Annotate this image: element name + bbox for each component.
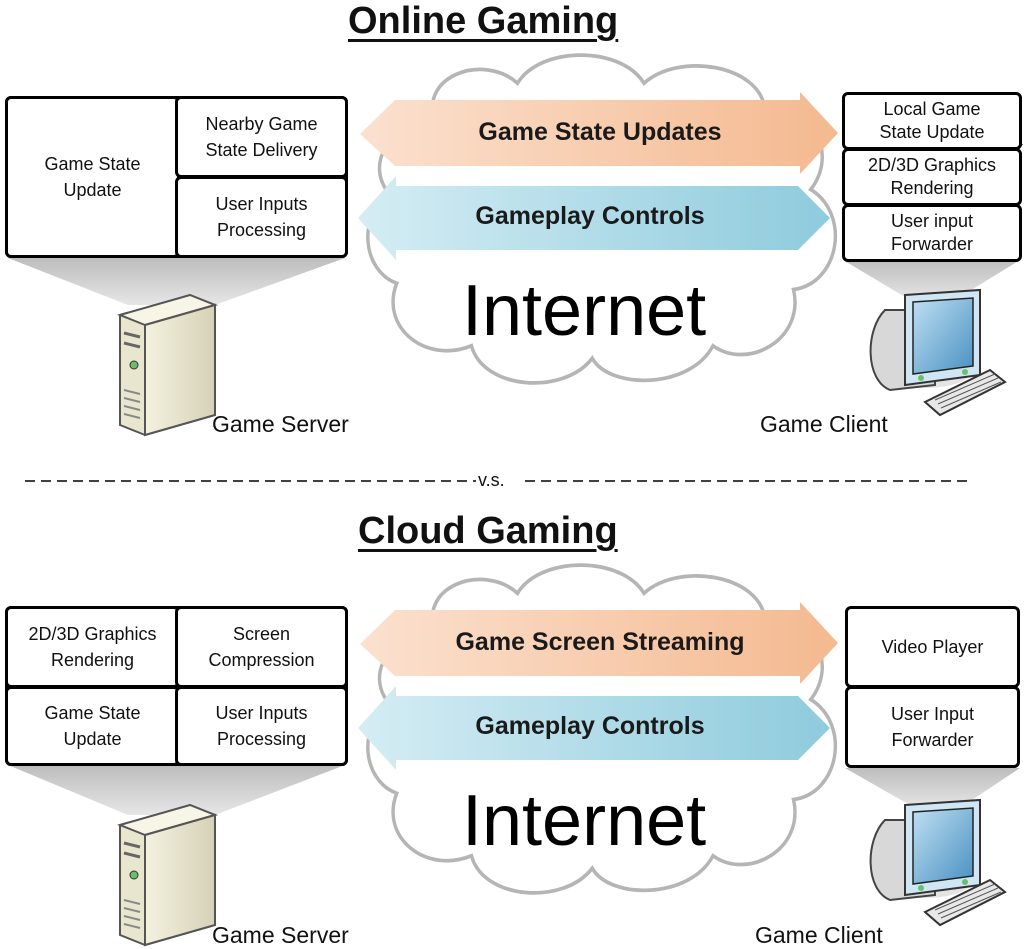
server-projection bbox=[8, 765, 345, 815]
online-gaming-title: Online Gaming bbox=[348, 0, 619, 42]
box-line: User input bbox=[890, 210, 974, 231]
box-line: Compression bbox=[208, 650, 315, 670]
box-line: Nearby Game bbox=[205, 113, 318, 134]
box-line: State Delivery bbox=[205, 140, 318, 160]
online-forwarder-box: User input Forwarder bbox=[842, 204, 1022, 262]
cloud-gaming-title: Cloud Gaming bbox=[358, 510, 618, 552]
box-line: Video Player bbox=[881, 636, 984, 657]
cloud-state-update-box: Game State Update bbox=[5, 686, 180, 766]
box-line: User Input bbox=[890, 703, 975, 724]
online-inputs-processing-box: User Inputs Processing bbox=[175, 176, 348, 258]
box-line: Update bbox=[63, 180, 122, 200]
box-line: Local Game bbox=[883, 98, 981, 119]
label-game-state-updates: Game State Updates bbox=[478, 118, 722, 146]
box-line: 2D/3D Graphics bbox=[28, 623, 157, 644]
cloud-video-player-box: Video Player bbox=[845, 606, 1020, 688]
box-line: 2D/3D Graphics bbox=[867, 154, 997, 175]
box-line: Update bbox=[63, 729, 122, 749]
client-projection bbox=[845, 768, 1020, 808]
separator-vs: v.s. bbox=[478, 470, 505, 490]
online-game-state-update-box: Game State Update bbox=[5, 96, 180, 258]
label-gameplay-controls: Gameplay Controls bbox=[475, 202, 705, 230]
label-game-screen-streaming: Game Screen Streaming bbox=[455, 628, 745, 656]
box-line: Processing bbox=[216, 729, 307, 749]
game-client-icon bbox=[869, 289, 1006, 416]
caption-game-server: Game Server bbox=[212, 411, 349, 437]
box-line: Screen bbox=[232, 623, 291, 644]
caption-game-client: Game Client bbox=[760, 411, 888, 437]
cloud-inputs-processing-box: User Inputs Processing bbox=[175, 686, 348, 766]
box-line: Rendering bbox=[890, 178, 974, 198]
label-internet: Internet bbox=[462, 271, 707, 351]
label-gameplay-controls: Gameplay Controls bbox=[475, 712, 705, 740]
game-client-icon bbox=[869, 799, 1006, 926]
arrow-game-state-updates bbox=[360, 92, 838, 174]
caption-game-client: Game Client bbox=[755, 922, 883, 948]
game-server-icon bbox=[118, 293, 217, 437]
box-line: Game State bbox=[44, 702, 141, 723]
online-nearby-delivery-box: Nearby Game State Delivery bbox=[175, 96, 348, 178]
cloud-compression-box: Screen Compression bbox=[175, 606, 348, 688]
server-projection bbox=[8, 258, 345, 305]
online-local-update-box: Local Game State Update bbox=[842, 92, 1022, 150]
label-internet: Internet bbox=[462, 781, 707, 861]
arrow-game-screen-streaming bbox=[360, 602, 838, 684]
caption-game-server: Game Server bbox=[212, 922, 349, 948]
arrow-gameplay-controls bbox=[358, 686, 830, 770]
box-line: User Inputs bbox=[215, 193, 308, 214]
box-line: State Update bbox=[879, 122, 985, 142]
online-rendering-box: 2D/3D Graphics Rendering bbox=[842, 148, 1022, 206]
cloud-forwarder-box: User Input Forwarder bbox=[845, 686, 1020, 768]
box-line: Processing bbox=[216, 220, 307, 240]
client-projection bbox=[843, 260, 1020, 300]
box-line: Forwarder bbox=[890, 234, 973, 254]
box-line: User Inputs bbox=[215, 702, 308, 723]
cloud-rendering-box: 2D/3D Graphics Rendering bbox=[5, 606, 180, 688]
box-line: Game State bbox=[44, 153, 141, 174]
game-server-icon bbox=[118, 803, 217, 947]
box-line: Forwarder bbox=[891, 730, 974, 750]
arrow-gameplay-controls bbox=[358, 176, 830, 260]
box-line: Rendering bbox=[50, 650, 135, 670]
